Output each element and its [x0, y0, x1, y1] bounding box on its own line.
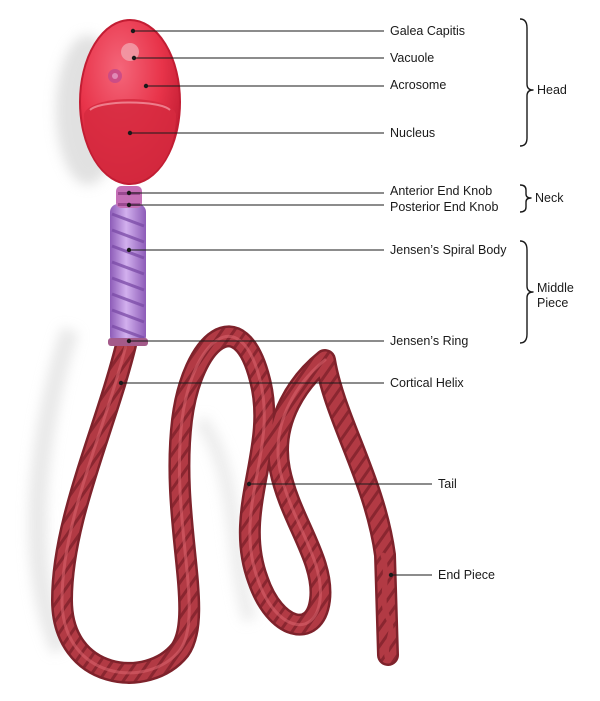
label-posterior-end-knob: Posterior End Knob	[126, 200, 498, 214]
label-vacuole-text: Vacuole	[390, 51, 434, 65]
group-middle-piece-line1: Middle	[537, 281, 574, 295]
bracket-head: Head	[519, 18, 567, 147]
label-acrosome-text: Acrosome	[390, 78, 446, 92]
tail-shape	[51, 325, 399, 684]
bracket-middle-piece: Middle Piece	[519, 240, 574, 344]
label-end-piece: End Piece	[388, 568, 495, 582]
group-head-text: Head	[537, 83, 567, 97]
group-middle-piece-line2: Piece	[537, 296, 568, 310]
label-nucleus: Nucleus	[127, 126, 435, 140]
label-jensens-spiral-body-text: Jensen’s Spiral Body	[390, 243, 507, 257]
label-cortical-helix-text: Cortical Helix	[390, 376, 464, 390]
label-posterior-end-knob-text: Posterior End Knob	[390, 200, 498, 214]
label-tail-text: Tail	[438, 477, 457, 491]
middle-piece-shape	[108, 204, 148, 346]
label-galea-capitis: Galea Capitis	[130, 24, 465, 38]
label-galea-capitis-text: Galea Capitis	[390, 24, 465, 38]
label-nucleus-text: Nucleus	[390, 126, 435, 140]
label-cortical-helix: Cortical Helix	[118, 376, 464, 390]
head-shape	[79, 19, 181, 185]
label-jensens-spiral-body: Jensen’s Spiral Body	[126, 243, 507, 257]
label-jensens-ring: Jensen’s Ring	[126, 334, 468, 348]
label-vacuole: Vacuole	[131, 51, 434, 65]
label-anterior-end-knob-text: Anterior End Knob	[390, 184, 492, 198]
group-neck-text: Neck	[535, 191, 564, 205]
label-acrosome: Acrosome	[143, 78, 446, 92]
label-anterior-end-knob: Anterior End Knob	[126, 184, 492, 198]
bracket-neck: Neck	[519, 184, 564, 213]
label-tail: Tail	[246, 477, 457, 491]
label-jensens-ring-text: Jensen’s Ring	[390, 334, 468, 348]
label-end-piece-text: End Piece	[438, 568, 495, 582]
